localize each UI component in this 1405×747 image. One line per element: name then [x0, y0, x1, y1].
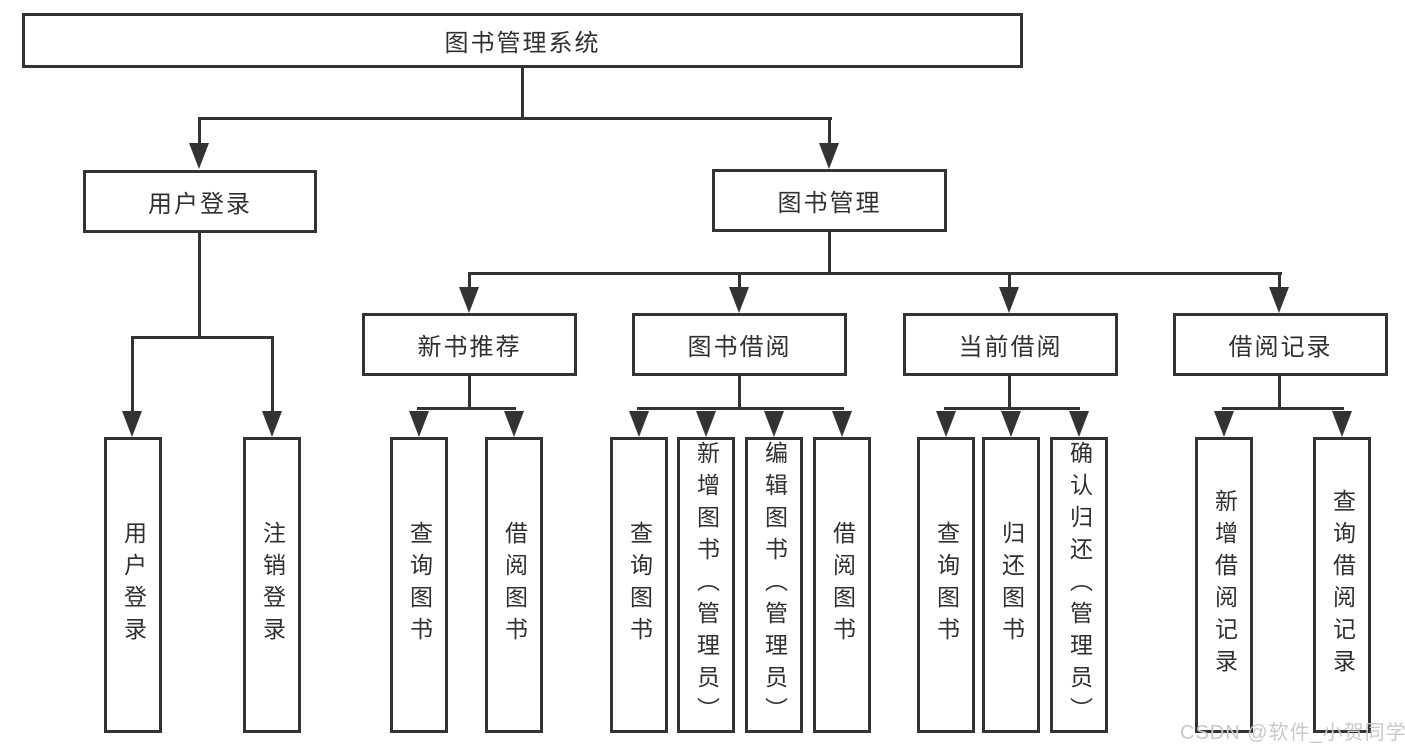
leaf-cb-confirm-return: 确认归还（管理员）	[1050, 437, 1108, 733]
arrow-down-icon	[1214, 411, 1234, 437]
arrow-down-icon	[629, 411, 649, 437]
node-root: 图书管理系统	[22, 13, 1023, 68]
node-borrow-record-label: 借阅记录	[1228, 334, 1333, 361]
node-root-label: 图书管理系统	[444, 30, 601, 57]
leaf-bb-edit-book: 编辑图书（管理员）	[745, 437, 803, 733]
leaf-rec-query-book-label: 查询图书	[406, 521, 433, 649]
leaf-user-login-label: 用户登录	[120, 521, 147, 649]
leaf-br-add-record: 新增借阅记录	[1195, 437, 1253, 733]
connector-line	[198, 231, 201, 336]
node-new-book-recommend: 新书推荐	[362, 313, 577, 376]
node-book-management-label: 图书管理	[777, 190, 882, 217]
leaf-cb-return-book-label: 归还图书	[998, 521, 1025, 649]
arrow-down-icon	[459, 287, 479, 313]
arrow-down-icon	[1001, 411, 1021, 437]
connector-line	[468, 272, 1282, 275]
connector-line	[468, 374, 471, 409]
arrow-down-icon	[262, 411, 282, 437]
arrow-down-icon	[729, 287, 749, 313]
arrow-down-icon	[1069, 411, 1089, 437]
leaf-logout-label: 注销登录	[259, 521, 286, 649]
leaf-rec-borrow-book-label: 借阅图书	[501, 521, 528, 649]
connector-line	[468, 274, 471, 289]
arrow-down-icon	[1332, 411, 1352, 437]
leaf-bb-add-book-label: 新增图书（管理员）	[693, 441, 720, 729]
connector-line	[738, 374, 741, 409]
node-borrow-record: 借阅记录	[1173, 313, 1388, 376]
node-book-borrow-label: 图书借阅	[687, 334, 792, 361]
connector-line	[271, 338, 274, 413]
node-current-borrow: 当前借阅	[903, 313, 1118, 376]
leaf-bb-borrow-book-label: 借阅图书	[829, 521, 856, 649]
connector-line	[944, 407, 1080, 410]
connector-line	[198, 117, 832, 120]
connector-line	[1222, 407, 1344, 410]
connector-line	[637, 407, 844, 410]
leaf-rec-query-book: 查询图书	[390, 437, 448, 733]
connector-line	[198, 119, 201, 147]
connector-line	[738, 274, 741, 289]
arrow-down-icon	[1269, 287, 1289, 313]
leaf-cb-return-book: 归还图书	[982, 437, 1040, 733]
arrow-down-icon	[832, 411, 852, 437]
connector-line	[1278, 274, 1281, 289]
leaf-bb-borrow-book: 借阅图书	[813, 437, 871, 733]
arrow-down-icon	[819, 143, 839, 169]
watermark-text: CSDN @软件_小贺同学	[1180, 722, 1405, 744]
connector-line	[131, 336, 274, 339]
leaf-bb-query-book: 查询图书	[610, 437, 668, 733]
leaf-cb-query-book: 查询图书	[917, 437, 975, 733]
leaf-logout: 注销登录	[243, 437, 301, 733]
connector-line	[521, 66, 524, 120]
node-user-login: 用户登录	[83, 170, 317, 233]
leaf-br-query-record-label: 查询借阅记录	[1329, 489, 1356, 681]
arrow-down-icon	[696, 411, 716, 437]
connector-line	[1008, 274, 1011, 289]
leaf-bb-query-book-label: 查询图书	[626, 521, 653, 649]
leaf-br-add-record-label: 新增借阅记录	[1211, 489, 1238, 681]
connector-line	[828, 230, 831, 274]
arrow-down-icon	[999, 287, 1019, 313]
arrow-down-icon	[189, 143, 209, 169]
node-book-management: 图书管理	[712, 169, 947, 232]
node-book-borrow: 图书借阅	[632, 313, 847, 376]
connector-line	[417, 407, 516, 410]
leaf-bb-add-book: 新增图书（管理员）	[677, 437, 735, 733]
leaf-rec-borrow-book: 借阅图书	[485, 437, 543, 733]
connector-line	[1278, 374, 1281, 409]
arrow-down-icon	[504, 411, 524, 437]
connector-line	[1008, 374, 1011, 409]
leaf-cb-confirm-return-label: 确认归还（管理员）	[1066, 441, 1093, 729]
node-new-book-recommend-label: 新书推荐	[417, 334, 522, 361]
connector-line	[828, 119, 831, 147]
leaf-user-login: 用户登录	[104, 437, 162, 733]
node-current-borrow-label: 当前借阅	[958, 334, 1063, 361]
leaf-cb-query-book-label: 查询图书	[933, 521, 960, 649]
arrow-down-icon	[122, 411, 142, 437]
connector-line	[131, 338, 134, 413]
arrow-down-icon	[409, 411, 429, 437]
node-user-login-label: 用户登录	[148, 191, 252, 218]
arrow-down-icon	[936, 411, 956, 437]
leaf-br-query-record: 查询借阅记录	[1313, 437, 1371, 733]
arrow-down-icon	[764, 411, 784, 437]
leaf-bb-edit-book-label: 编辑图书（管理员）	[761, 441, 788, 729]
